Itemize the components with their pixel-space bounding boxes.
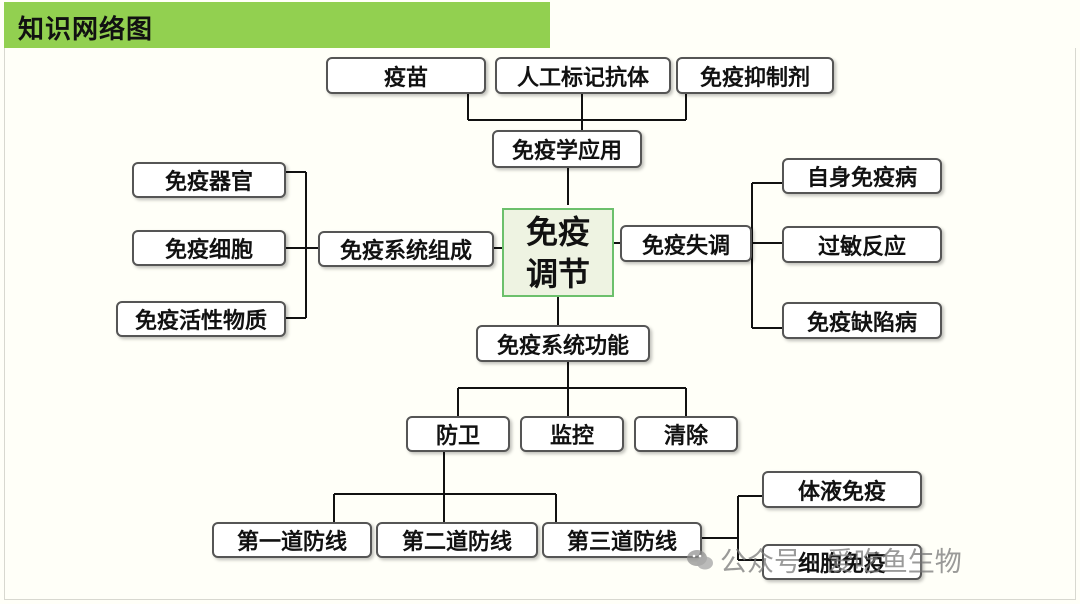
node-immune-organ: 免疫器官 [132,162,286,198]
content-frame [4,48,1076,600]
node-immunosuppressant: 免疫抑制剂 [676,57,834,94]
wechat-icon [687,549,713,569]
node-immune-cell: 免疫细胞 [132,230,286,266]
node-third-line: 第三道防线 [542,522,702,558]
node-clearance: 清除 [634,416,738,452]
node-labeled-antibody: 人工标记抗体 [495,57,671,94]
node-vaccine: 疫苗 [326,57,486,94]
center-line-2: 调节 [525,254,590,293]
node-monitoring: 监控 [520,416,624,452]
watermark: 公众号 · 爱吃鱼生物 [686,540,962,579]
node-immune-function: 免疫系统功能 [476,325,650,362]
node-second-line: 第二道防线 [376,522,538,558]
center-node-immune-regulation: 免疫 调节 [502,208,614,297]
node-first-line: 第一道防线 [212,522,372,558]
node-defense: 防卫 [406,416,510,452]
watermark-text: 公众号 · 爱吃鱼生物 [720,547,962,578]
node-cellular-immunity: 细胞免疫 [762,544,922,580]
node-humoral-immunity: 体液免疫 [762,471,922,508]
node-immunology-application: 免疫学应用 [492,130,642,168]
node-allergy: 过敏反应 [782,226,942,263]
title-bar: 知识网络图 [4,2,550,48]
page-title: 知识网络图 [18,15,154,45]
node-immune-disorder: 免疫失调 [620,225,752,262]
node-immunodeficiency: 免疫缺陷病 [782,302,942,339]
node-autoimmune-disease: 自身免疫病 [782,158,942,194]
center-line-1: 免疫 [525,212,590,251]
node-active-substance: 免疫活性物质 [116,301,286,337]
node-immune-composition: 免疫系统组成 [318,231,494,267]
